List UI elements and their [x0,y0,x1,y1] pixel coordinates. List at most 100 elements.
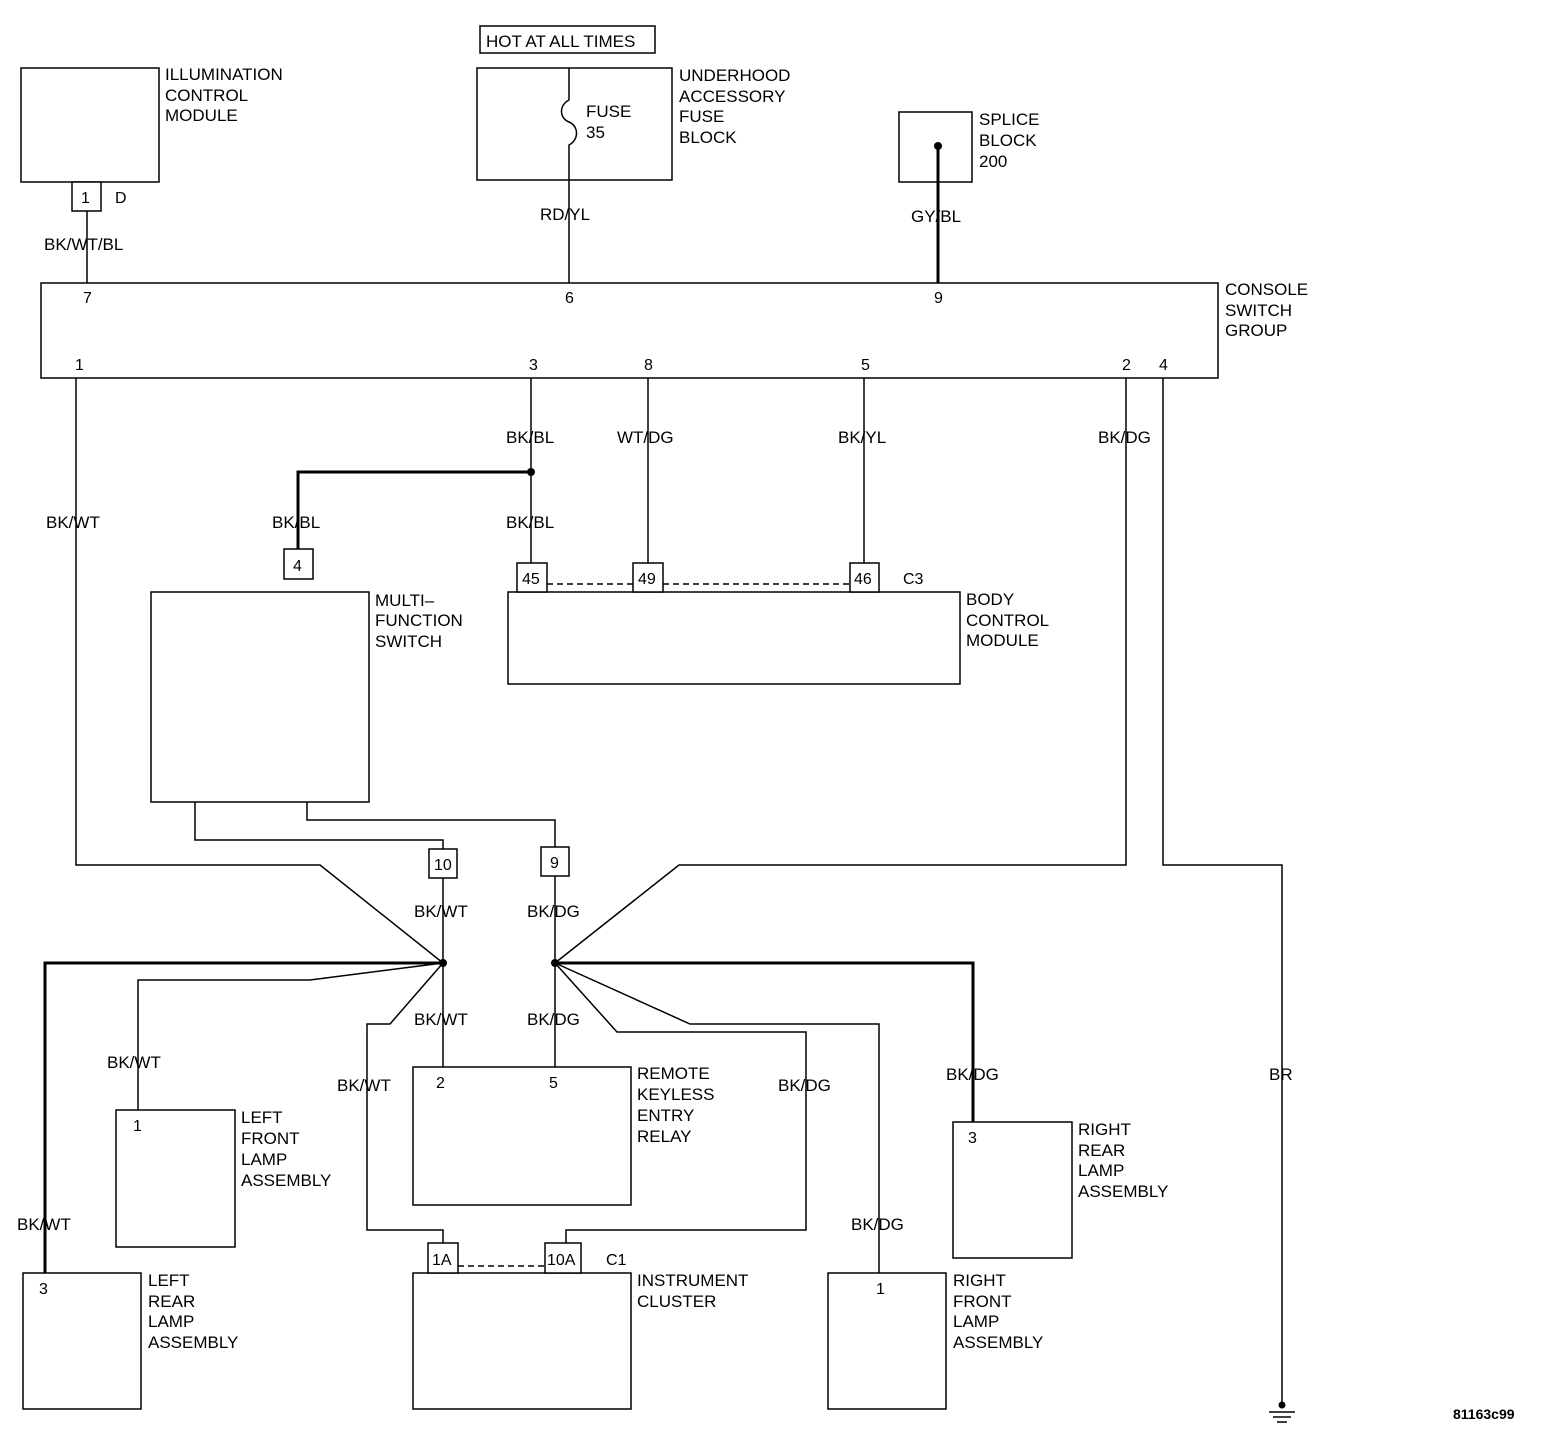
ground-icon [1269,1401,1295,1423]
splice-bk-bl [527,468,535,476]
wire-label-console-pin2: BK/DG [1098,428,1151,447]
mfs-pin-4: 4 [293,558,302,575]
svg-text:BODY: BODY [966,590,1014,609]
svg-text:KEYLESS: KEYLESS [637,1085,715,1104]
svg-text:MODULE: MODULE [165,106,238,125]
svg-text:35: 35 [586,123,605,142]
wire-label-console-pin3: BK/BL [506,428,554,447]
bcm-pin-45-box [516,562,548,593]
wire-label-splice2-down: BK/DG [527,902,580,921]
wire-label-ground: BR [1269,1065,1293,1084]
console-pin-5: 5 [861,357,870,374]
console-label: CONSOLE SWITCH GROUP [1225,280,1308,340]
right-front-lamp-assembly [827,1272,947,1410]
svg-text:RELAY: RELAY [637,1127,692,1146]
wire-label-icm-out: BK/WT/BL [44,235,123,254]
svg-text:MODULE: MODULE [966,631,1039,650]
wire-label-splice-out: GY/BL [911,207,961,226]
lrl-label: LEFT REAR LAMP ASSEMBLY [148,1271,238,1352]
instrument-cluster [412,1272,632,1410]
bcm-pin-45: 45 [522,571,540,588]
wire-rfl-feed [554,962,880,1273]
underhood-fuse-block [476,67,673,181]
wire-label-lfl-feed: BK/WT [107,1053,161,1072]
svg-text:CONSOLE: CONSOLE [1225,280,1308,299]
icm-pin-1-label: 1 [81,190,90,207]
console-pin-9: 9 [934,290,943,307]
svg-text:FUNCTION: FUNCTION [375,611,463,630]
console-switch-group [40,282,1219,379]
svg-text:SPLICE: SPLICE [979,110,1039,129]
svg-text:RIGHT: RIGHT [1078,1120,1131,1139]
bcm-pin-49: 49 [638,571,656,588]
body-control-module [507,591,961,685]
hot-at-all-times-box [479,25,656,54]
svg-text:ASSEMBLY: ASSEMBLY [953,1333,1043,1352]
figure-id: 81163c99 [1453,1406,1515,1422]
svg-text:REMOTE: REMOTE [637,1064,710,1083]
wire-mfs-to-pin9 [306,802,556,847]
wire-rrl-feed [555,961,975,1122]
svg-text:UNDERHOOD: UNDERHOOD [679,66,790,85]
wire-label-ic10a-feed: BK/DG [778,1076,831,1095]
left-front-lamp-assembly [115,1109,236,1248]
svg-text:ACCESSORY: ACCESSORY [679,87,785,106]
splice-block-label: SPLICE BLOCK 200 [979,110,1039,171]
mfs-pin-10: 10 [434,857,452,874]
wire-labels: BK/WT/BL RD/YL GY/BL BK/WT BK/BL WT/DG B… [17,205,1293,1234]
console-pin-3: 3 [529,357,538,374]
ic-pin-10a-box [544,1242,582,1274]
wire-label-console-pin8: WT/DG [617,428,674,447]
wire-console-pin1 [75,378,444,964]
svg-text:ILLUMINATION: ILLUMINATION [165,65,283,84]
wire-label-splice1-down: BK/WT [414,902,468,921]
svg-text:LAMP: LAMP [1078,1161,1124,1180]
wire-label-lrl-feed: BK/WT [17,1215,71,1234]
svg-text:INSTRUMENT: INSTRUMENT [637,1271,748,1290]
rfl-pin-1: 1 [876,1281,885,1298]
wire-console-pin2 [554,378,1127,964]
svg-text:LAMP: LAMP [953,1312,999,1331]
ic-pin-10a: 10A [547,1252,576,1269]
rrl-label: RIGHT REAR LAMP ASSEMBLY [1078,1120,1168,1201]
svg-text:CONTROL: CONTROL [165,86,248,105]
console-pin-8: 8 [644,357,653,374]
wire-label-mfs-feed: BK/BL [272,513,320,532]
bcm-label: BODY CONTROL MODULE [966,590,1049,650]
fuse-block-label: UNDERHOOD ACCESSORY FUSE BLOCK [679,66,790,147]
wire-label-rke-pin2: BK/WT [414,1010,468,1029]
right-rear-lamp-assembly [952,1121,1073,1259]
svg-text:ASSEMBLY: ASSEMBLY [1078,1182,1168,1201]
ic-pin-1a: 1A [432,1252,452,1269]
wire-ic1a-feed [366,962,444,1243]
svg-text:REAR: REAR [1078,1141,1125,1160]
console-pin-1: 1 [75,357,84,374]
console-pin-7: 7 [83,290,92,307]
wire-label-rrl-feed: BK/DG [946,1065,999,1084]
lrl-pin-3: 3 [39,1281,48,1298]
svg-text:ASSEMBLY: ASSEMBLY [241,1171,331,1190]
svg-text:LEFT: LEFT [241,1108,283,1127]
svg-text:GROUP: GROUP [1225,321,1287,340]
wire-console-pin4 [1162,378,1283,1405]
svg-text:LAMP: LAMP [148,1312,194,1331]
wire-ic10a-feed [554,962,807,1243]
wire-mfs-feed [296,470,531,549]
rrl-pin-3: 3 [968,1130,977,1147]
wire-label-bcm45-feed: BK/BL [506,513,554,532]
svg-text:BLOCK: BLOCK [679,128,737,147]
lfl-label: LEFT FRONT LAMP ASSEMBLY [241,1108,331,1190]
bcm-connector-label: C3 [903,571,924,588]
wire-lfl-feed [137,962,444,1110]
wire-label-fuse-out: RD/YL [540,205,590,224]
console-pin-2: 2 [1122,357,1131,374]
wire-mfs-to-pin10 [194,802,444,849]
illumination-control-module [20,67,160,183]
wire-label-console-pin1: BK/WT [46,513,100,532]
svg-text:200: 200 [979,152,1007,171]
mfs-pin-9-box [540,846,570,877]
wire-label-rke-pin5: BK/DG [527,1010,580,1029]
svg-text:SWITCH: SWITCH [1225,301,1292,320]
mfs-label: MULTI– FUNCTION SWITCH [375,591,463,651]
